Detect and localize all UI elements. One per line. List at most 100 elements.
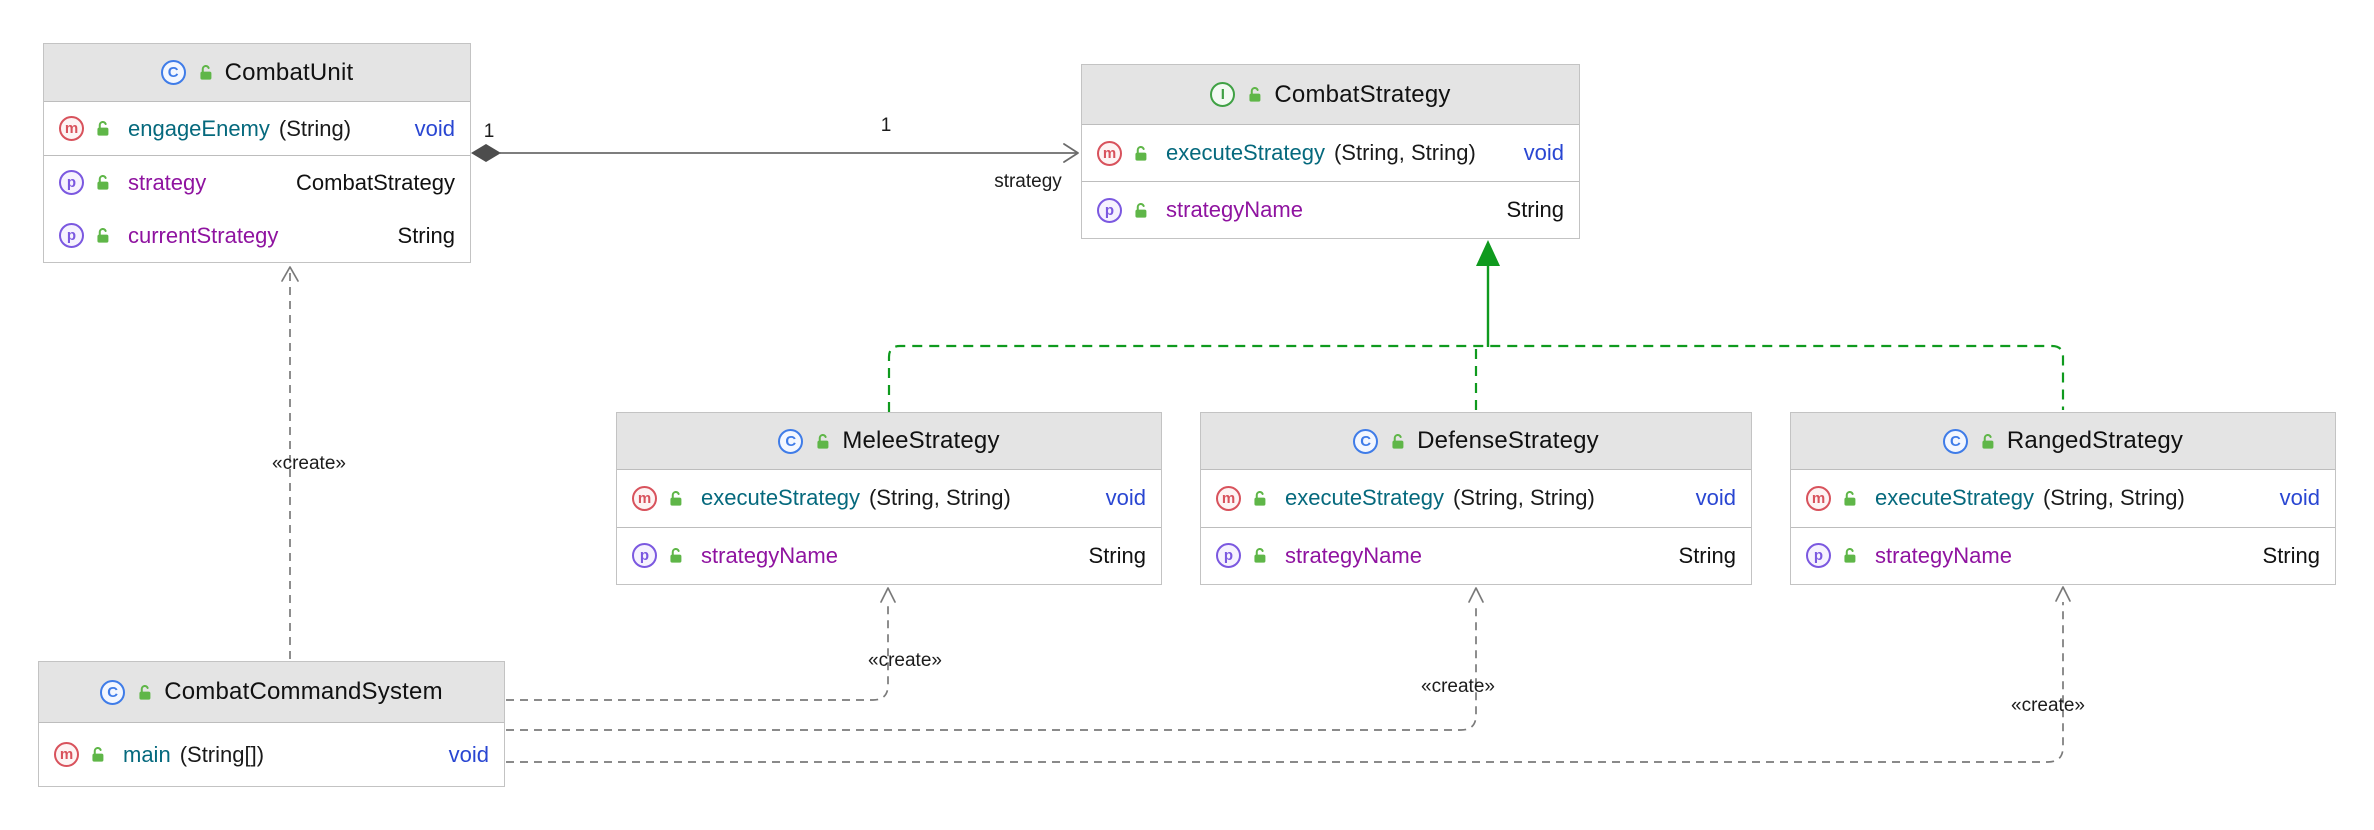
method-name: executeStrategy <box>1166 140 1325 165</box>
association-role-label: strategy <box>994 171 1062 192</box>
method-row[interactable]: m engageEnemy(String) void <box>44 102 470 155</box>
method-row[interactable]: m executeStrategy (String, String) void <box>1082 125 1579 181</box>
methods-compartment: m main(String[]) void <box>39 722 504 786</box>
class-header-combatunit[interactable]: C CombatUnit <box>44 44 470 101</box>
class-header-combatcommandsystem[interactable]: C CombatCommandSystem <box>39 662 504 722</box>
property-icon: p <box>59 223 84 248</box>
properties-compartment: p strategy CombatStrategy p currentStrat… <box>44 155 470 262</box>
class-header-defensestrategy[interactable]: C DefenseStrategy <box>1201 413 1751 469</box>
lock-icon <box>1388 432 1407 451</box>
methods-compartment: m executeStrategy(String, String) void <box>1201 469 1751 527</box>
property-icon: p <box>59 170 84 195</box>
methods-compartment: m executeStrategy(String, String) void <box>617 469 1161 527</box>
property-row[interactable]: p strategyName String <box>1201 528 1751 585</box>
method-return-type: void <box>1105 485 1146 511</box>
methods-compartment: m executeStrategy(String, String) void <box>1791 469 2335 527</box>
method-name: executeStrategy <box>1875 485 2034 511</box>
property-icon: p <box>1097 197 1122 223</box>
property-name: strategyName <box>1875 542 2012 568</box>
method-name: main <box>123 741 171 767</box>
lock-icon <box>93 173 112 192</box>
method-icon: m <box>1216 485 1241 511</box>
property-type: String <box>1678 542 1736 568</box>
association-source-multiplicity: 1 <box>483 121 495 142</box>
properties-compartment: p strategyName String <box>617 526 1161 585</box>
property-name: strategyName <box>701 542 838 568</box>
create-edge-to-defensestrategy[interactable] <box>506 587 1484 731</box>
property-icon: p <box>1216 543 1241 569</box>
class-name: MeleeStrategy <box>842 427 1000 454</box>
method-return-type: void <box>448 741 489 767</box>
method-row[interactable]: m executeStrategy(String, String) void <box>1791 470 2335 527</box>
property-type: String <box>2262 542 2320 568</box>
class-box-combatcommandsystem[interactable]: C CombatCommandSystem m main(String[]) v… <box>38 661 505 787</box>
class-box-defensestrategy[interactable]: C DefenseStrategy m executeStrategy(Stri… <box>1200 412 1752 585</box>
class-name: DefenseStrategy <box>1417 427 1599 454</box>
realization-triangle-arrowhead <box>1476 240 1500 266</box>
class-icon: C <box>100 679 126 705</box>
property-row[interactable]: p strategyName String <box>1082 182 1579 238</box>
lock-icon <box>1245 85 1264 104</box>
property-name: strategyName <box>1166 197 1303 222</box>
lock-icon <box>1250 489 1269 508</box>
interface-box-combatstrategy[interactable]: I CombatStrategy m executeStrategy (Strin… <box>1081 64 1580 239</box>
aggregation-edge-combatunit-to-combatstrategy[interactable] <box>471 143 1079 163</box>
method-return-type: void <box>1523 140 1564 165</box>
class-header-rangedstrategy[interactable]: C RangedStrategy <box>1791 413 2335 469</box>
properties-compartment: p strategyName String <box>1082 181 1579 238</box>
class-icon: C <box>1353 428 1379 454</box>
property-row[interactable]: p strategy CombatStrategy <box>44 156 470 209</box>
create-label-defensestrategy: «create» <box>1421 676 1495 697</box>
lock-icon <box>93 119 112 138</box>
create-label-meleestrategy: «create» <box>868 650 942 671</box>
create-label-combatunit: «create» <box>272 453 346 474</box>
lock-icon <box>1131 144 1150 163</box>
class-box-combatunit[interactable]: C CombatUnit m engageEnemy(String) void … <box>43 43 471 263</box>
method-icon: m <box>1097 140 1122 166</box>
method-name: executeStrategy <box>701 485 860 511</box>
class-icon: C <box>1942 428 1968 454</box>
methods-compartment: m executeStrategy (String, String) void <box>1082 124 1579 181</box>
class-header-meleestrategy[interactable]: C MeleeStrategy <box>617 413 1161 469</box>
property-row[interactable]: p strategyName String <box>1791 528 2335 585</box>
property-row[interactable]: p currentStrategy String <box>44 209 470 262</box>
method-params: (String, String) <box>1333 140 1476 165</box>
properties-compartment: p strategyName String <box>1791 526 2335 585</box>
property-type: String <box>1506 197 1564 222</box>
lock-icon <box>88 745 107 764</box>
methods-compartment: m engageEnemy(String) void <box>44 101 470 155</box>
interface-icon: I <box>1210 82 1236 107</box>
method-name: engageEnemy <box>128 115 270 141</box>
property-type: CombatStrategy <box>296 169 455 195</box>
method-return-type: void <box>414 115 455 141</box>
create-label-rangedstrategy: «create» <box>2011 695 2085 716</box>
realization-edges-to-combatstrategy[interactable] <box>887 240 2065 412</box>
lock-icon <box>93 226 112 245</box>
method-row[interactable]: m main(String[]) void <box>39 723 504 786</box>
property-row[interactable]: p strategyName String <box>617 528 1161 585</box>
lock-icon <box>1978 432 1997 451</box>
property-name: strategy <box>128 169 207 195</box>
class-box-meleestrategy[interactable]: C MeleeStrategy m executeStrategy(String… <box>616 412 1162 585</box>
method-row[interactable]: m executeStrategy(String, String) void <box>617 470 1161 527</box>
method-icon: m <box>54 742 79 767</box>
method-icon: m <box>59 116 84 141</box>
create-edge-to-rangedstrategy[interactable] <box>506 586 2071 763</box>
lock-icon <box>1250 546 1269 565</box>
method-params: (String, String) <box>2042 485 2185 511</box>
class-icon: C <box>160 60 186 85</box>
class-box-rangedstrategy[interactable]: C RangedStrategy m executeStrategy (Strin… <box>1790 412 2336 585</box>
method-row[interactable]: m executeStrategy(String, String) void <box>1201 470 1751 527</box>
method-icon: m <box>1806 485 1831 511</box>
lock-icon <box>813 432 832 451</box>
lock-icon <box>135 683 154 702</box>
lock-icon <box>196 63 215 82</box>
class-header-combatstrategy[interactable]: I CombatStrategy <box>1082 65 1579 124</box>
property-type: String <box>1088 542 1146 568</box>
create-edge-to-meleestrategy[interactable] <box>506 587 896 701</box>
class-name: CombatCommandSystem <box>164 678 443 705</box>
class-icon: C <box>778 428 804 454</box>
aggregation-diamond <box>471 144 501 162</box>
lock-icon <box>1840 546 1859 565</box>
